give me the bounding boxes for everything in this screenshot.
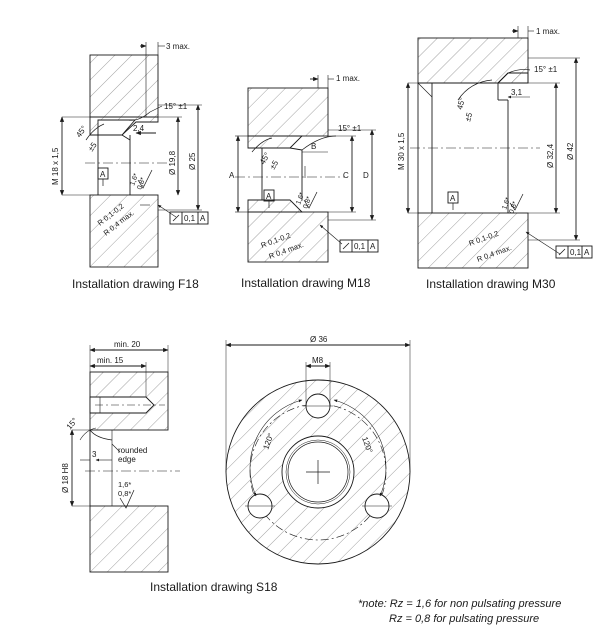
drawing-s18-section — [69, 345, 180, 573]
m18-d-label: D — [363, 171, 369, 180]
f18-upper-body — [89, 54, 159, 118]
f18-angle-label: 15° ±1 — [164, 102, 188, 111]
f18-d1-label: Ø 19,8 — [168, 150, 177, 175]
m18-labels: 1 max. 15° ±1 B A C D 45° ±5 A 1,6* 0,8*… — [229, 74, 376, 261]
caption-s18: Installation drawing S18 — [150, 580, 278, 594]
m18-rough-b: 0,8* — [302, 195, 313, 209]
caption-m30: Installation drawing M30 — [426, 277, 556, 291]
m30-thread-label: M 30 x 1,5 — [397, 132, 406, 170]
s18-m8-label: M8 — [312, 356, 324, 365]
f18-thread-label: M 18 x 1,5 — [51, 147, 60, 185]
m30-rough-b: 0,8* — [508, 200, 519, 214]
note-line-2: Rz = 0,8 for pulsating pressure — [389, 613, 540, 625]
m18-rough-a: 1,6* — [295, 191, 306, 205]
m30-max-label: 1 max. — [536, 27, 560, 36]
m18-angle-label: 15° ±1 — [338, 124, 362, 133]
f18-chamfer-label: 45° — [74, 124, 88, 139]
drawing-m30 — [405, 26, 593, 269]
note-line-1: *note: Rz = 1,6 for non pulsating pressu… — [358, 598, 562, 610]
s18-rough-a: 1,6* — [118, 480, 131, 489]
drawing-s18-front — [225, 340, 411, 565]
f18-lower-body — [89, 194, 159, 268]
m30-d1-label: Ø 32,4 — [546, 143, 555, 168]
s18-rough-b: 0,8* — [118, 489, 131, 498]
m18-chamfer-lower — [247, 199, 304, 213]
m30-chamfer-label: 45° — [455, 96, 467, 110]
m18-b-label: B — [311, 142, 316, 151]
s18-angle-label: 15° — [65, 416, 80, 431]
m18-datum-label: A — [266, 192, 272, 201]
s18-min20-label: min. 20 — [114, 340, 141, 349]
s18-edge-label: edge — [118, 455, 136, 464]
m18-chamfer-tol-label: ±5 — [268, 158, 280, 171]
s18-bore-label: Ø 18 H8 — [61, 463, 70, 493]
m30-lower-body — [417, 212, 529, 269]
m30-rough-a: 1,6* — [501, 196, 512, 210]
f18-d2-label: Ø 25 — [188, 152, 197, 170]
m18-tolerance-frame — [339, 239, 379, 253]
drawing-m18 — [235, 75, 379, 263]
f18-datum-label: A — [100, 170, 106, 179]
s18-d36-label: Ø 36 — [310, 335, 328, 344]
f18-rough-b: 0,8* — [136, 176, 147, 190]
drawing-f18 — [59, 42, 209, 268]
m18-tol-ref: A — [370, 242, 376, 251]
s18-three-label: 3 — [92, 450, 97, 459]
m30-angle-label: 15° ±1 — [534, 65, 558, 74]
m30-tol-ref: A — [584, 248, 590, 257]
m18-tol-value: 0,1 — [354, 242, 366, 251]
m18-chamfer-upper — [247, 135, 304, 149]
s18-rounded-label: rounded — [118, 446, 147, 455]
f18-tolerance-frame — [169, 211, 209, 225]
caption-m18: Installation drawing M18 — [241, 276, 371, 290]
f18-tol-ref: A — [200, 214, 206, 223]
f18-max-label: 3 max. — [166, 42, 190, 51]
m30-d2-label: Ø 42 — [566, 142, 575, 160]
m18-upper-body — [247, 87, 329, 137]
s18-min15-label: min. 15 — [97, 356, 124, 365]
m18-c-label: C — [343, 171, 349, 180]
m30-chamfer-tol-label: ±5 — [463, 111, 474, 122]
m30-tol-value: 0,1 — [570, 248, 582, 257]
f18-depth-label: 2,4 — [133, 124, 145, 133]
m30-datum-label: A — [450, 194, 456, 203]
f18-chamfer-tol-label: ±5 — [86, 140, 99, 153]
m30-depth-label: 3,1 — [511, 88, 523, 97]
m30-tolerance-frame — [555, 245, 593, 259]
m18-a-label: A — [229, 171, 235, 180]
m18-max-label: 1 max. — [336, 74, 360, 83]
f18-rough-a: 1,6* — [129, 172, 140, 186]
f18-tol-value: 0,1 — [184, 214, 196, 223]
caption-f18: Installation drawing F18 — [72, 277, 199, 291]
s18-section-labels: min. 20 min. 15 15° rounded edge 3 Ø 18 … — [61, 340, 147, 498]
s18-lower-body — [89, 505, 169, 573]
